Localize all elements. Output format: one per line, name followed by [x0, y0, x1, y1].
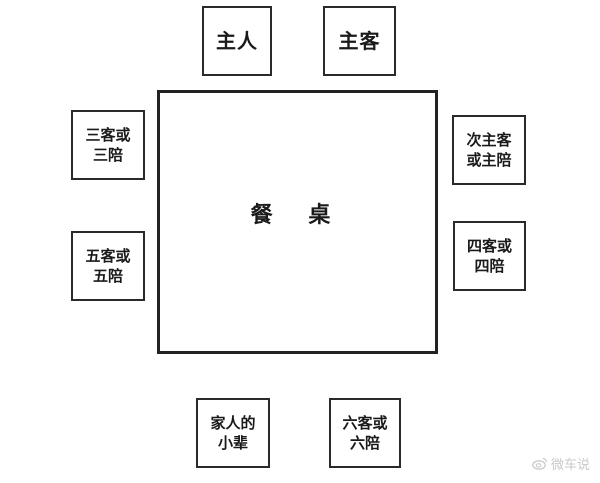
dining-table: 餐 桌: [157, 90, 438, 354]
seat-main-guest: 主客: [323, 6, 396, 76]
seat-main-guest-label: 主客: [338, 28, 381, 53]
seat-host: 主人: [202, 6, 272, 76]
seat-fourth: 四客或 四陪: [453, 221, 526, 291]
watermark: 微车说: [532, 454, 590, 473]
seat-fifth-label: 五客或 五陪: [85, 246, 131, 285]
seat-second-host-label: 次主客 或主陪: [466, 130, 512, 169]
watermark-text: 微车说: [550, 458, 590, 473]
seat-fourth-label: 四客或 四陪: [466, 236, 512, 275]
seat-sixth: 六客或 六陪: [329, 398, 401, 468]
seat-third-label: 三客或 三陪: [85, 125, 131, 164]
seat-third: 三客或 三陪: [71, 110, 145, 180]
dining-table-label: 餐 桌: [250, 202, 345, 228]
seat-host-label: 主人: [216, 28, 258, 53]
seat-family: 家人的 小辈: [196, 398, 270, 468]
weibo-icon: [532, 457, 548, 470]
seat-family-label: 家人的 小辈: [210, 413, 256, 452]
seat-second-host: 次主客 或主陪: [452, 115, 526, 185]
seat-fifth: 五客或 五陪: [71, 231, 145, 301]
seat-sixth-label: 六客或 六陪: [342, 413, 388, 452]
